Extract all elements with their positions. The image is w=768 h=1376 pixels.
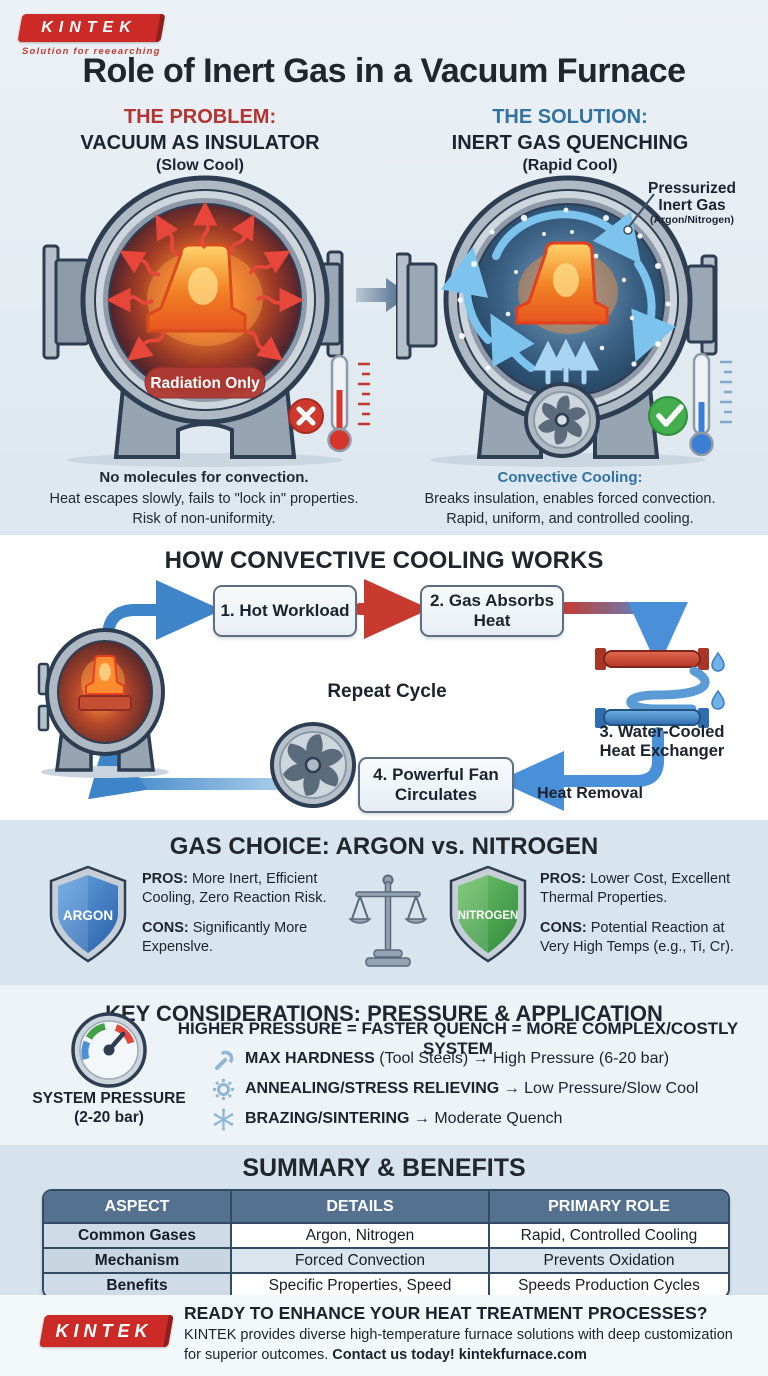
problem-title: VACUUM AS INSULATOR bbox=[80, 132, 320, 154]
wrench-icon bbox=[215, 1050, 234, 1070]
gas-quench-furnace-illustration bbox=[396, 175, 732, 467]
col-header-details: DETAILS bbox=[230, 1191, 488, 1222]
summary-section: SUMMARY & BENEFITS ASPECT DETAILS PRIMAR… bbox=[0, 1145, 768, 1299]
pressurized-gas-callout: Pressurized Inert Gas (Argon/Nitrogen) bbox=[620, 180, 764, 226]
bullet-max-hardness: MAX HARDNESS (Tool Steels) → High Pressu… bbox=[212, 1047, 698, 1071]
solution-subtitle: (Rapid Cool) bbox=[522, 157, 618, 174]
hero-section: KINTEK Solution for reeearching Role of … bbox=[0, 0, 768, 535]
problem-subtitle: (Slow Cool) bbox=[156, 157, 244, 174]
repeat-cycle-label: Repeat Cycle bbox=[327, 681, 447, 702]
summary-heading: SUMMARY & BENEFITS bbox=[242, 1154, 526, 1182]
how-it-works-section: HOW CONVECTIVE COOLING WORKS bbox=[0, 535, 768, 820]
fan-icon bbox=[270, 722, 356, 808]
hot-workpiece bbox=[515, 241, 609, 325]
solution-caption: Convective Cooling: Breaks insulation, e… bbox=[392, 468, 748, 529]
solution-title: INERT GAS QUENCHING bbox=[451, 132, 689, 154]
balance-scale-icon bbox=[348, 874, 428, 967]
how-heading: HOW CONVECTIVE COOLING WORKS bbox=[164, 547, 604, 574]
gas-choice-section: GAS CHOICE: ARGON vs. NITROGEN ARGON PRO… bbox=[0, 820, 768, 985]
cooling-cycle-diagram bbox=[37, 579, 725, 811]
col-header-aspect: ASPECT bbox=[44, 1191, 230, 1222]
gas-heading: GAS CHOICE: ARGON vs. NITROGEN bbox=[169, 833, 599, 860]
brand-tagline: Solution for reeearching bbox=[22, 46, 161, 57]
heat-removal-label: Heat Removal bbox=[537, 785, 643, 802]
table-row: Mechanism Forced Convection Prevents Oxi… bbox=[44, 1247, 728, 1272]
footer-heading: READY TO ENHANCE YOUR HEAT TREATMENT PRO… bbox=[184, 1303, 708, 1323]
check-mark-icon bbox=[648, 396, 688, 436]
footer-contact: Contact us today! kintekfurnace.com bbox=[332, 1346, 587, 1363]
solution-kicker: THE SOLUTION: bbox=[492, 106, 648, 128]
svg-text:Radiation Only: Radiation Only bbox=[150, 375, 260, 392]
water-droplet-icon bbox=[711, 689, 725, 710]
col-header-primary-role: PRIMARY ROLE bbox=[488, 1191, 728, 1222]
argon-cons: CONS: Significantly More Expenslve. bbox=[142, 920, 308, 956]
gear-icon bbox=[212, 1078, 235, 1100]
footer-section: KINTEK READY TO ENHANCE YOUR HEAT TREATM… bbox=[0, 1295, 768, 1376]
application-bullets: MAX HARDNESS (Tool Steels) → High Pressu… bbox=[212, 1047, 698, 1137]
key-heading: KEY CONSIDERATIONS: PRESSURE & APPLICATI… bbox=[105, 1001, 663, 1026]
problem-caption-bold: No molecules for convection. bbox=[99, 469, 309, 486]
svg-text:ARGON: ARGON bbox=[63, 908, 113, 923]
pressure-rule: HIGHER PRESSURE = FASTER QUENCH = MORE C… bbox=[177, 1019, 739, 1058]
cool-thermometer-icon bbox=[689, 352, 732, 457]
fan-updraft-streaks bbox=[533, 338, 599, 387]
nitrogen-shield-icon: NITROGEN bbox=[449, 865, 527, 963]
x-mark-icon bbox=[288, 398, 324, 434]
kintek-logo: KINTEK bbox=[17, 14, 166, 42]
mini-furnace-icon bbox=[37, 628, 169, 778]
argon-pros: PROS: More Inert, Efficient Cooling, Zer… bbox=[142, 871, 327, 907]
page-title: Role of Inert Gas in a Vacuum Furnace bbox=[82, 52, 686, 90]
callout-line3: (Argon/Nitrogen) bbox=[650, 213, 734, 226]
nitrogen-pros: PROS: Lower Cost, Excellent Thermal Prop… bbox=[540, 871, 731, 907]
vacuum-furnace-illustration: Radiation Only bbox=[42, 175, 370, 467]
hot-workpiece bbox=[146, 243, 247, 333]
argon-shield-icon: ARGON bbox=[49, 865, 127, 963]
svg-text:NITROGEN: NITROGEN bbox=[458, 910, 519, 922]
kintek-logo-text: KINTEK bbox=[41, 19, 137, 36]
argon-pros-cons: PROS: More Inert, Efficient Cooling, Zer… bbox=[142, 870, 344, 969]
problem-caption-line3: Risk of non-uniformity. bbox=[132, 510, 276, 527]
fan-icon bbox=[524, 382, 600, 458]
footer-body: KINTEK provides diverse high-temperature… bbox=[184, 1327, 733, 1363]
problem-kicker: THE PROBLEM: bbox=[123, 106, 277, 128]
table-row: Common Gases Argon, Nitrogen Rapid, Cont… bbox=[44, 1222, 728, 1247]
gas-particles bbox=[457, 207, 671, 371]
solution-caption-line2: Breaks insulation, enables forced convec… bbox=[424, 490, 716, 507]
kintek-footer-logo-text: KINTEK bbox=[55, 1321, 153, 1341]
step-hot-workload: 1. Hot Workload bbox=[213, 585, 357, 637]
system-pressure-label: SYSTEM PRESSURE (2-20 bar) bbox=[32, 1090, 186, 1127]
key-considerations-section: KEY CONSIDERATIONS: PRESSURE & APPLICATI… bbox=[0, 985, 768, 1145]
table-header-row: ASPECT DETAILS PRIMARY ROLE bbox=[44, 1191, 728, 1222]
water-droplet-icon bbox=[711, 651, 725, 672]
step-gas-absorbs-heat: 2. Gas Absorbs Heat bbox=[420, 585, 564, 637]
step-heat-exchanger-label: 3. Water-Cooled Heat Exchanger bbox=[599, 723, 725, 760]
bullet-brazing: BRAZING/SINTERING → Moderate Quench bbox=[212, 1107, 698, 1131]
bullet-annealing: ANNEALING/STRESS RELIEVING → Low Pressur… bbox=[212, 1077, 698, 1101]
radiation-only-badge: Radiation Only bbox=[144, 366, 266, 399]
nitrogen-pros-cons: PROS: Lower Cost, Excellent Thermal Prop… bbox=[540, 870, 756, 969]
solution-heading: THE SOLUTION: INERT GAS QUENCHING (Rapid… bbox=[390, 104, 750, 177]
table-row: Benefits Specific Properties, Speed Spee… bbox=[44, 1272, 728, 1297]
problem-caption-line2: Heat escapes slowly, fails to "lock in" … bbox=[49, 490, 359, 507]
summary-table: ASPECT DETAILS PRIMARY ROLE Common Gases… bbox=[42, 1189, 730, 1299]
heat-exchanger-icon bbox=[595, 648, 725, 728]
callout-line2: Inert Gas bbox=[658, 197, 726, 215]
pressure-gauge-icon bbox=[71, 1012, 147, 1088]
gas-flow-arrows bbox=[440, 210, 676, 372]
solution-caption-bold: Convective Cooling: bbox=[497, 469, 643, 486]
problem-caption: No molecules for convection. Heat escape… bbox=[28, 468, 380, 529]
callout-line1: Pressurized bbox=[648, 180, 736, 197]
hot-thermometer-icon bbox=[327, 354, 370, 453]
step-fan-circulates: 4. Powerful Fan Circulates bbox=[358, 757, 514, 813]
snowflake-icon bbox=[213, 1108, 234, 1130]
problem-heading: THE PROBLEM: VACUUM AS INSULATOR (Slow C… bbox=[22, 104, 378, 177]
nitrogen-cons: CONS: Potential Reaction at Very High Te… bbox=[540, 920, 734, 956]
radiation-rays bbox=[106, 201, 304, 361]
kintek-footer-logo: KINTEK bbox=[39, 1315, 174, 1347]
solution-caption-line3: Rapid, uniform, and controlled cooling. bbox=[446, 510, 694, 527]
